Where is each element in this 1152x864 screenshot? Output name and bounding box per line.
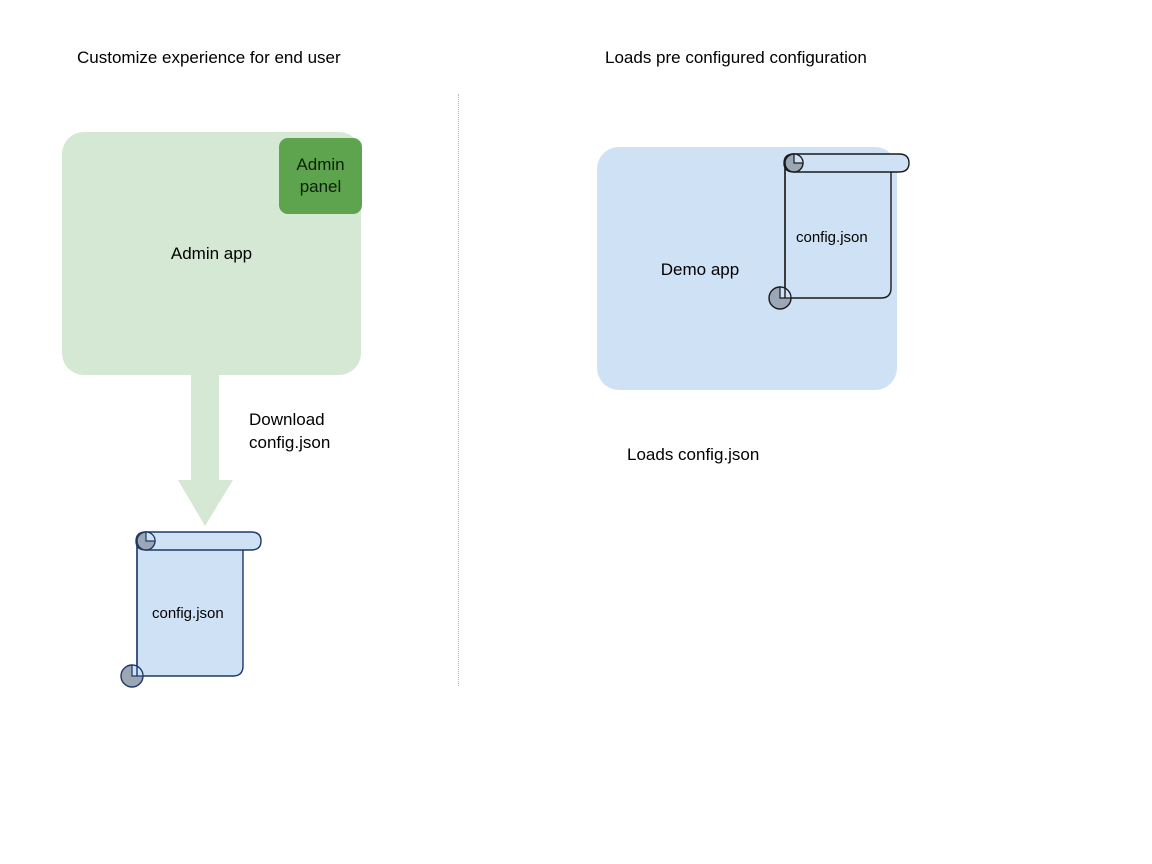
config-json-label-left: config.json (152, 605, 224, 622)
right-panel-title: Loads pre configured configuration (605, 48, 867, 67)
loads-config-caption: Loads config.json (627, 445, 760, 464)
download-arrow-icon (178, 374, 233, 526)
admin-panel-label: Admin panel (296, 155, 345, 196)
admin-panel-box[interactable]: Admin panel (279, 138, 362, 214)
download-arrow-label: Download config.json (249, 410, 331, 452)
config-json-document-right (768, 153, 910, 310)
admin-app-label: Admin app (170, 244, 253, 263)
left-panel-title: Customize experience for end user (77, 48, 341, 67)
vertical-divider (458, 94, 459, 686)
config-json-document-left (120, 531, 262, 688)
demo-app-label: Demo app (660, 260, 740, 279)
config-json-label-right: config.json (796, 229, 868, 246)
